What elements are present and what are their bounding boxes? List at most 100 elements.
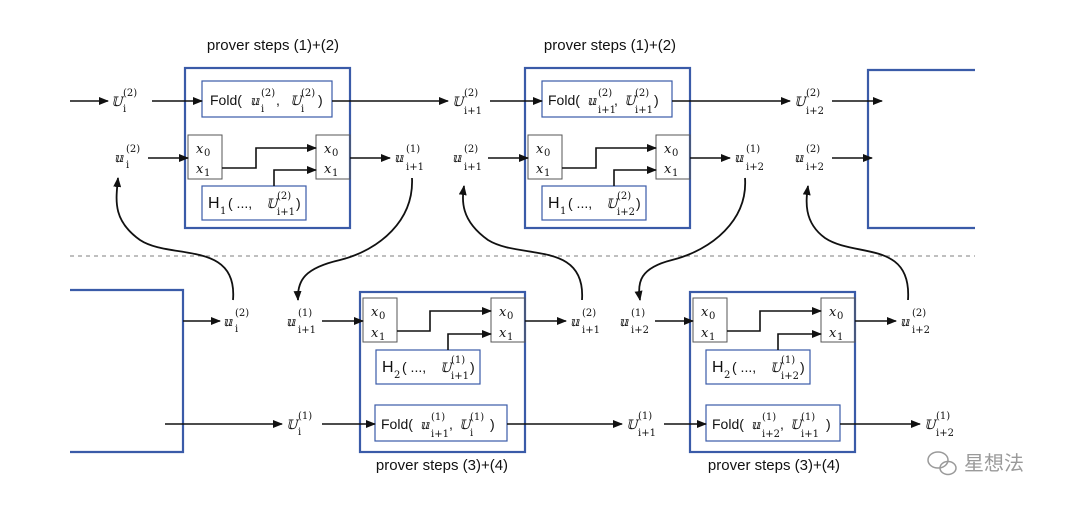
- svg-text:i+1: i+1: [464, 106, 482, 117]
- svg-text:x: x: [196, 162, 204, 177]
- svg-text:x: x: [701, 305, 709, 320]
- step-label-top-1: prover steps (1)+(2): [207, 37, 339, 54]
- hash-label-top-2: H 1 ( ..., 𝕌 (2) i+2 ): [548, 191, 641, 218]
- svg-text:𝕦: 𝕦: [751, 418, 761, 433]
- fold-label-bottom-2: Fold( 𝕦 (1) i+2 , 𝕌 (1) i+1 ): [712, 412, 831, 440]
- svg-text:x: x: [664, 142, 672, 157]
- wechat-icon: [927, 451, 957, 476]
- svg-text:i+2: i+2: [806, 106, 824, 117]
- svg-text:H: H: [382, 359, 394, 376]
- svg-text:0: 0: [672, 148, 678, 159]
- svg-text:𝕦: 𝕦: [223, 315, 233, 330]
- svg-text:1: 1: [709, 332, 715, 343]
- svg-text:(2): (2): [635, 88, 649, 99]
- svg-text:( ...,: ( ...,: [732, 359, 756, 375]
- hash-label-bottom-2: H 2 ( ..., 𝕌 (1) i+2 ): [712, 355, 805, 382]
- svg-text:𝕌: 𝕌: [794, 95, 808, 110]
- svg-text:(1): (1): [298, 411, 312, 422]
- svg-text:𝕌: 𝕌: [290, 94, 304, 109]
- svg-text:(1): (1): [638, 411, 652, 422]
- svg-text:x: x: [701, 326, 709, 341]
- svg-text:(2): (2): [123, 88, 137, 99]
- var-u-in-left: 𝕦 (2) i: [223, 308, 249, 335]
- step-label-bottom-2: prover steps (3)+(4): [708, 457, 840, 474]
- svg-text:(2): (2): [598, 88, 612, 99]
- svg-text:1: 1: [544, 168, 550, 179]
- svg-text:𝕦: 𝕦: [587, 94, 597, 109]
- svg-text:(1): (1): [781, 355, 795, 366]
- svg-text:(2): (2): [464, 88, 478, 99]
- svg-text:H: H: [712, 359, 724, 376]
- svg-text:i: i: [123, 104, 126, 115]
- watermark-text: 星想法: [964, 451, 1024, 475]
- svg-text:1: 1: [204, 168, 210, 179]
- svg-text:x: x: [536, 162, 544, 177]
- svg-text:𝕌: 𝕌: [606, 197, 620, 212]
- svg-text:𝕦: 𝕦: [250, 94, 260, 109]
- svg-text:,: ,: [276, 92, 280, 108]
- svg-text:𝕦: 𝕦: [900, 315, 910, 330]
- svg-text:(1): (1): [746, 144, 760, 155]
- svg-text:(2): (2): [806, 88, 820, 99]
- flow-arrows: [70, 97, 921, 428]
- hash-label-bottom-1: H 2 ( ..., 𝕌 (1) i+1 ): [382, 355, 475, 382]
- svg-text:0: 0: [709, 311, 715, 322]
- fold-label-bottom-1: Fold( 𝕦 (1) i+1 , 𝕌 (1) i ): [381, 412, 495, 440]
- svg-text:(1): (1): [298, 308, 312, 319]
- svg-text:𝕦: 𝕦: [619, 315, 629, 330]
- svg-text:1: 1: [837, 332, 843, 343]
- svg-text:( ...,: ( ...,: [228, 195, 252, 211]
- svg-text:i: i: [126, 160, 129, 171]
- svg-text:Fold(: Fold(: [210, 92, 242, 108]
- svg-text:(2): (2): [277, 191, 291, 202]
- cross-arrows: [113, 177, 909, 301]
- svg-text:1: 1: [220, 206, 226, 217]
- svg-text:i+2: i+2: [746, 162, 764, 173]
- hash-box-top-1: [201, 185, 307, 221]
- svg-text:x: x: [536, 142, 544, 157]
- svg-text:x: x: [664, 162, 672, 177]
- svg-text:): ): [318, 92, 323, 108]
- mux-right-top-2: [655, 134, 691, 180]
- svg-text:): ): [654, 92, 659, 108]
- svg-text:𝕦: 𝕦: [794, 151, 804, 166]
- watermark: 星想法: [927, 451, 1024, 476]
- svg-text:): ): [490, 416, 495, 432]
- prover-box-bottom-2: [688, 290, 857, 454]
- svg-text:Fold(: Fold(: [548, 92, 580, 108]
- hash-box-bottom-1: [375, 349, 481, 385]
- svg-text:(1): (1): [631, 308, 645, 319]
- svg-text:i+1: i+1: [277, 207, 295, 218]
- var-U-i-2: 𝕌 (2) i: [111, 88, 137, 115]
- svg-text:0: 0: [204, 148, 210, 159]
- mux-right-top-1: [315, 134, 351, 180]
- svg-text:𝕌: 𝕌: [624, 94, 638, 109]
- svg-text:x: x: [324, 142, 332, 157]
- prover-box-bottom-1: [358, 290, 527, 454]
- var-u-i2-1: 𝕦 (1) i+2: [619, 308, 649, 336]
- var-u-out-bottom-1: 𝕦 (2) i+1: [570, 308, 600, 336]
- svg-text:x: x: [499, 305, 507, 320]
- svg-text:x: x: [196, 142, 204, 157]
- svg-text:( ...,: ( ...,: [402, 359, 426, 375]
- var-u-out-bottom-2: 𝕦 (2) i+2: [900, 308, 930, 336]
- svg-text:0: 0: [332, 148, 338, 159]
- step-label-bottom-1: prover steps (3)+(4): [376, 457, 508, 474]
- svg-text:𝕌: 𝕌: [266, 197, 280, 212]
- svg-text:,: ,: [614, 92, 618, 108]
- svg-text:i+1: i+1: [635, 105, 653, 116]
- svg-text:𝕦: 𝕦: [570, 315, 580, 330]
- svg-text:i: i: [298, 427, 301, 438]
- var-u-i1-1: 𝕦 (1) i+1: [286, 308, 316, 336]
- svg-text:𝕦: 𝕦: [734, 151, 744, 166]
- svg-text:(1): (1): [431, 412, 445, 423]
- svg-text:𝕌: 𝕌: [924, 418, 938, 433]
- svg-text:𝕌: 𝕌: [790, 418, 804, 433]
- svg-text:Fold(: Fold(: [381, 416, 413, 432]
- svg-text:𝕌: 𝕌: [111, 95, 125, 110]
- svg-text:i: i: [235, 324, 238, 335]
- svg-text:𝕦: 𝕦: [452, 151, 462, 166]
- svg-text:Fold(: Fold(: [712, 416, 744, 432]
